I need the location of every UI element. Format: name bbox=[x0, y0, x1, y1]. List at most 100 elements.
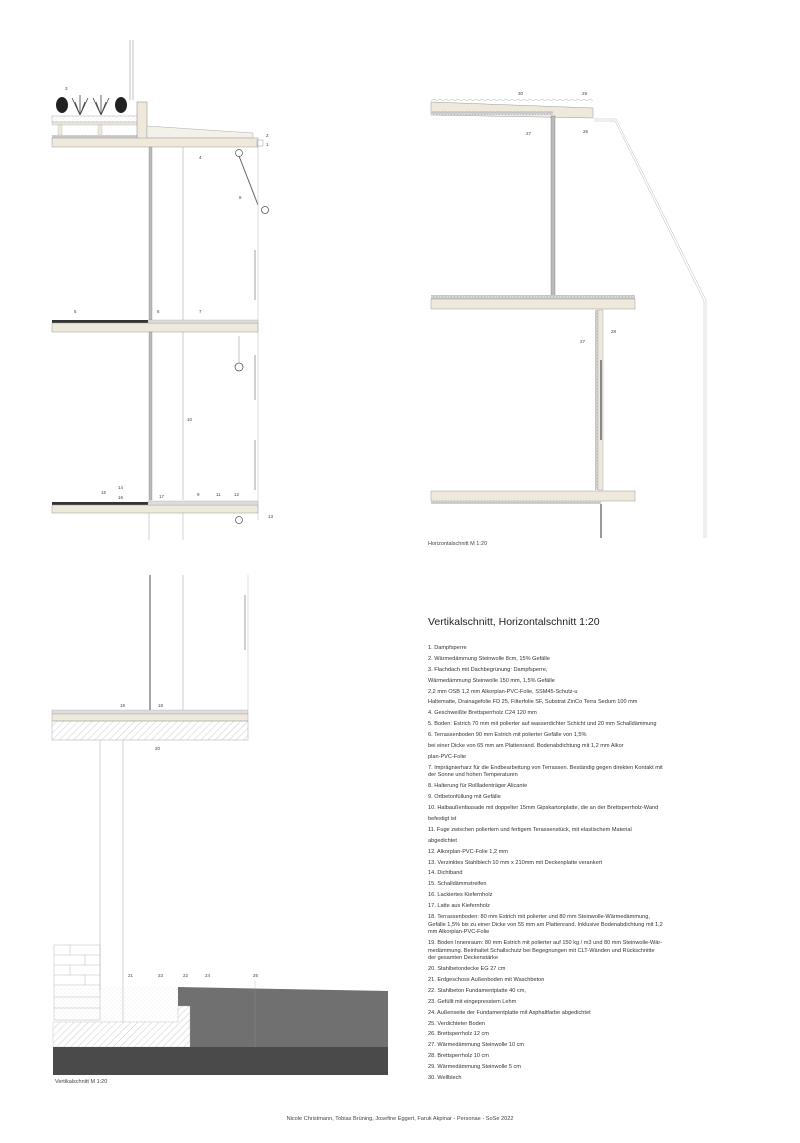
callout-label: 7 bbox=[199, 309, 202, 314]
legend-line: 24. Außenseite der Fundamentplatte mit A… bbox=[428, 1009, 591, 1016]
legend-line: mm Alkorplan-PVC-Folie bbox=[428, 929, 490, 936]
callout-label: 28 bbox=[611, 329, 617, 334]
vertical-section-caption: Vertikalschnitt M 1:20 bbox=[55, 1079, 108, 1085]
legend-item: 20. Stahlbetondecke EG 27 cm bbox=[428, 966, 788, 974]
callout-label: 25 bbox=[253, 973, 259, 978]
authors-footer: Nicole Christmann, Tobias Brüning, Josef… bbox=[286, 1116, 514, 1122]
callout-label: 27 bbox=[580, 339, 586, 344]
legend-item: 14. Dichtband bbox=[428, 870, 788, 878]
legend-line: der gesamten Deckenstärke bbox=[428, 955, 498, 962]
legend-line: 22. Stahlbeton Fundamentplatte 40 cm, bbox=[428, 987, 526, 994]
legend-item: 5. Boden: Estrich 70 mm mit polierter au… bbox=[428, 721, 788, 729]
legend-line: 7. Imprägnierharz für die Endbearbeitung… bbox=[428, 764, 663, 771]
callout-label: 27 bbox=[526, 131, 532, 136]
legend-item: 6. Terrassenboden 90 mm Estrich mit poli… bbox=[428, 732, 788, 740]
callout-label: 14 bbox=[118, 485, 124, 490]
legend-item: 23. Gefüllt mit eingepresstem Lehm bbox=[428, 999, 788, 1007]
legend-line: bei einer Dicke von 65 mm am Plattenrand… bbox=[428, 743, 624, 750]
legend-item: bei einer Dicke von 65 mm am Plattenrand… bbox=[428, 743, 788, 751]
legend-line: 10. Halbaußenfassade mit doppelter 15mm … bbox=[428, 805, 659, 812]
legend-line: 18. Terrassenboden: 80 mm Estrich mit po… bbox=[428, 913, 650, 920]
legend-item: 21. Erdgeschoss Außenboden mit Waschbeto… bbox=[428, 977, 788, 985]
vertical-section-upper: 3 2 1 4 8 5 6 7 10 14 16 15 17 9 11 12 1… bbox=[51, 40, 274, 540]
legend-line: befestigt ist bbox=[428, 815, 457, 822]
horizontal-section-caption: Horizontalschnitt M 1:20 bbox=[428, 541, 487, 547]
callout-label: 22 bbox=[183, 973, 189, 978]
legend-line: 17. Latte aus Kiefernholz bbox=[428, 903, 490, 910]
legend-item: 2. Wärmedämmung Steinwolle 8cm, 15% Gefä… bbox=[428, 656, 788, 664]
legend-line: Gefälle 1,5% bis zu einer Dicke von 55 m… bbox=[428, 921, 663, 928]
legend-item: 29. Wärmedämmung Steinwolle 5 cm bbox=[428, 1064, 788, 1072]
callout-label: 6 bbox=[157, 309, 160, 314]
legend-item: 27. Wärmedämmung Steinwolle 10 cm bbox=[428, 1042, 788, 1050]
legend-line: Haltematte, Drainagefolie FD 25, Filterf… bbox=[428, 699, 638, 706]
legend-line: 21. Erdgeschoss Außenboden mit Waschbeto… bbox=[428, 977, 545, 984]
legend-line: 8. Halterung für Rollladenträger Alicant… bbox=[428, 783, 528, 790]
callout-label: 18 bbox=[158, 703, 164, 708]
legend-line: der Sonne und hohen Temperaturen bbox=[428, 772, 518, 779]
callout-label: 16 bbox=[118, 495, 124, 500]
legend-line: 26. Brettsperrholz 12 cm bbox=[428, 1031, 489, 1038]
callout-label: 3 bbox=[65, 86, 68, 91]
legend-item: 28. Brettsperrholz 10 cm bbox=[428, 1053, 788, 1061]
callout-label: 29 bbox=[582, 91, 588, 96]
legend-line: 20. Stahlbetondecke EG 27 cm bbox=[428, 966, 506, 973]
callout-label: 2 bbox=[266, 133, 269, 138]
callout-label: 10 bbox=[187, 417, 193, 422]
legend-line: 30. Wellblech bbox=[428, 1075, 462, 1082]
legend-item: 3. Flachdach mit Dachbegrünung: Dampfspe… bbox=[428, 667, 788, 675]
legend-line: 13. Verzinktes Stahlblech 10 mm x 210mm … bbox=[428, 859, 603, 866]
legend-item: 24. Außenseite der Fundamentplatte mit A… bbox=[428, 1010, 788, 1018]
callout-label: 12 bbox=[234, 492, 240, 497]
legend-line: 2. Wärmedämmung Steinwolle 8cm, 15% Gefä… bbox=[428, 655, 550, 662]
legend-line: 9. Ortbetonfüllung mit Gefälle bbox=[428, 794, 501, 801]
legend-item: 4. Geschweißte Brettsperrholz C24 120 mm bbox=[428, 710, 788, 718]
legend-line: 14. Dichtband bbox=[428, 870, 463, 877]
legend-item: Wärmedämmung Steinwolle 150 mm, 1,5% Gef… bbox=[428, 678, 788, 686]
legend-line: 15. Schalldämmstreifen bbox=[428, 881, 487, 888]
legend-line: 12. Alkorplan-PVC-Folie 1,2 mm bbox=[428, 848, 508, 855]
legend-line: 2,2 mm OSB 1,2 mm Alkorplan-PVC-Folie, S… bbox=[428, 688, 578, 695]
callout-label: 5 bbox=[74, 309, 77, 314]
legend-line: 6. Terrassenboden 90 mm Estrich mit poli… bbox=[428, 732, 587, 739]
legend-item: 10. Halbaußenfassade mit doppelter 15mm … bbox=[428, 805, 788, 813]
legend-line: plan-PVC-Folie bbox=[428, 753, 466, 760]
legend-item: 22. Stahlbeton Fundamentplatte 40 cm, bbox=[428, 988, 788, 996]
legend-line: Wärmedämmung Steinwolle 150 mm, 1,5% Gef… bbox=[428, 677, 555, 684]
legend-item: 11. Fuge zwischen poliertem und fertigem… bbox=[428, 827, 788, 835]
callout-label: 15 bbox=[101, 490, 107, 495]
page-title: Vertikalschnitt, Horizontalschnitt 1:20 bbox=[428, 616, 600, 628]
vertical-section-lower: 19 18 20 21 23 22 24 25 bbox=[51, 575, 388, 1075]
callout-label: 1 bbox=[266, 142, 269, 147]
legend-item: 25. Verdichteter Boden bbox=[428, 1021, 788, 1029]
callout-label: 23 bbox=[158, 973, 164, 978]
legend-item: 8. Halterung für Rollladenträger Alicant… bbox=[428, 783, 788, 791]
legend-line: 29. Wärmedämmung Steinwolle 5 cm bbox=[428, 1064, 521, 1071]
legend-line: 16. Lackiertes Kiefernholz bbox=[428, 892, 493, 899]
legend-item: 19. Boden Innenraum: 80 mm Estrich mit p… bbox=[428, 940, 788, 963]
legend-item: 18. Terrassenboden: 80 mm Estrich mit po… bbox=[428, 914, 788, 937]
legend-line: medämmung. Beinhaltet Schallschutz bei B… bbox=[428, 947, 655, 954]
legend-item: 9. Ortbetonfüllung mit Gefälle bbox=[428, 794, 788, 802]
legend-item: befestigt ist bbox=[428, 816, 788, 824]
legend-item: 13. Verzinktes Stahlblech 10 mm x 210mm … bbox=[428, 860, 788, 868]
legend-item: 30. Wellblech bbox=[428, 1075, 788, 1083]
callout-label: 24 bbox=[205, 973, 211, 978]
legend-item: 16. Lackiertes Kiefernholz bbox=[428, 892, 788, 900]
legend-item: abgedichtet bbox=[428, 838, 788, 846]
callout-label: 21 bbox=[128, 973, 134, 978]
callout-label: 8 bbox=[239, 195, 242, 200]
legend-item: 17. Latte aus Kiefernholz bbox=[428, 903, 788, 911]
callout-label: 30 bbox=[518, 91, 524, 96]
legend-item: plan-PVC-Folie bbox=[428, 754, 788, 762]
legend-item: 2,2 mm OSB 1,2 mm Alkorplan-PVC-Folie, S… bbox=[428, 689, 788, 697]
legend-line: 23. Gefüllt mit eingepresstem Lehm bbox=[428, 998, 517, 1005]
legend-line: 28. Brettsperrholz 10 cm bbox=[428, 1053, 489, 1060]
callout-label: 9 bbox=[197, 492, 200, 497]
plants-icon bbox=[56, 95, 127, 116]
legend-item: Haltematte, Drainagefolie FD 25, Filterf… bbox=[428, 699, 788, 707]
legend-line: abgedichtet bbox=[428, 837, 457, 844]
legend-line: 19. Boden Innenraum: 80 mm Estrich mit p… bbox=[428, 940, 663, 947]
